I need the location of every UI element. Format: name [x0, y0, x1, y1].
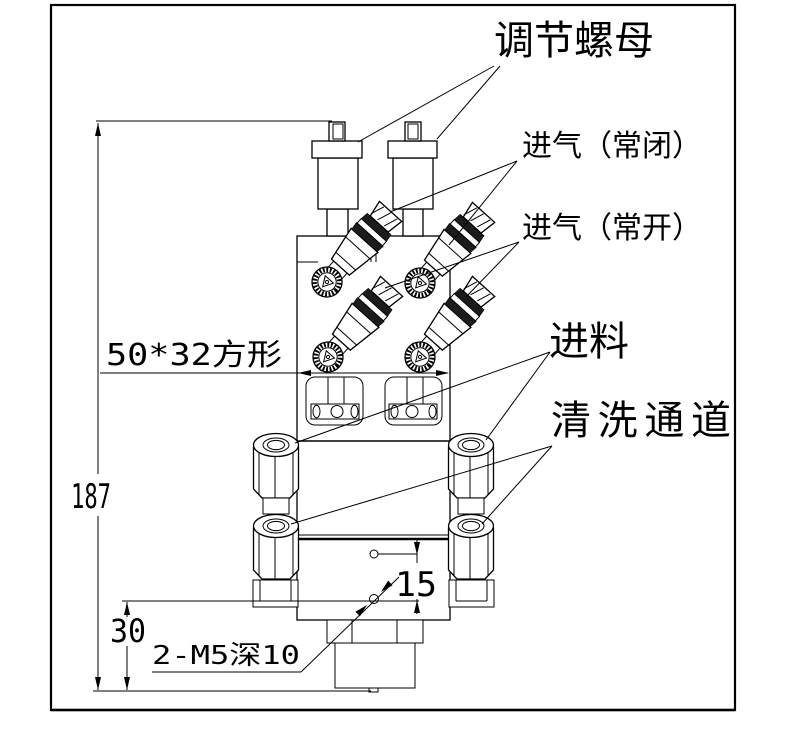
mount-pocket-left	[305, 376, 364, 426]
port-base-left	[252, 579, 299, 608]
dimension-30	[122, 600, 419, 690]
hole-upper	[369, 549, 379, 559]
dimension-50x32	[100, 370, 449, 376]
label-feed: 进料	[549, 319, 629, 364]
dim-text-187: 187	[71, 477, 111, 517]
clean-port-right	[447, 513, 495, 580]
hole-lower	[369, 594, 379, 604]
valve-body	[296, 235, 451, 693]
port-base-right	[448, 579, 495, 608]
label-clean-channel: 清洗通道	[551, 398, 731, 443]
dimension-15	[378, 540, 420, 614]
label-air-inlet-nc: 进气（常闭）	[522, 130, 702, 163]
label-adjust-nut: 调节螺母	[494, 18, 654, 63]
dimension-187	[93, 120, 371, 692]
port-stub-left	[262, 497, 290, 515]
actuator-right	[387, 121, 438, 237]
feed-port-left	[252, 432, 300, 499]
label-leaders	[290, 65, 553, 525]
nozzle-section	[326, 619, 424, 693]
dim-text-30: 30	[110, 612, 146, 650]
dim-text-50x32: 50*32方形	[106, 338, 282, 373]
dim-text-15: 15	[395, 565, 437, 605]
label-air-inlet-no: 进气（常开）	[522, 212, 702, 245]
thread-callout-leader	[152, 576, 400, 673]
sheet-border	[49, 3, 737, 712]
port-stub-right	[457, 497, 485, 515]
actuator-left	[311, 121, 363, 237]
dim-text-thread: 2-M5深10	[152, 641, 300, 671]
